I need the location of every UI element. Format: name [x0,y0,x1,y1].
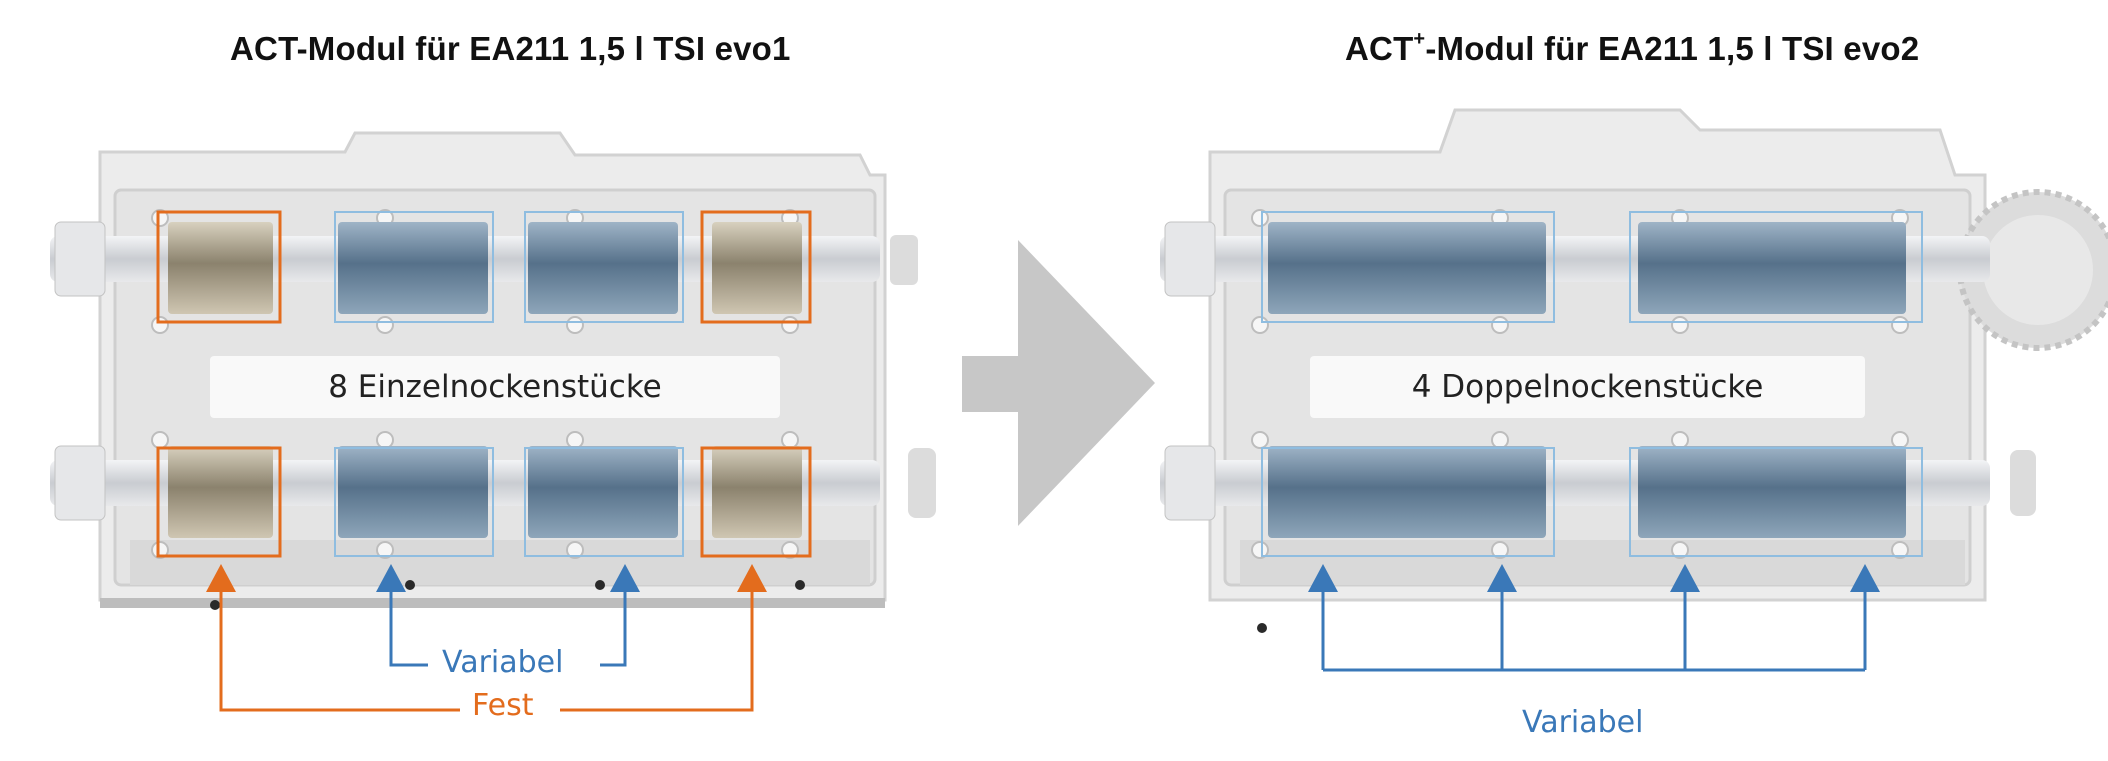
left-variable-boxes [334,211,684,557]
right-lower-camshaft [1160,445,2036,538]
left-lower-camshaft [50,445,936,538]
left-fixed-boxes [156,210,812,558]
right-title: ACT+-Modul für EA211 1,5 l TSI evo2 [1345,28,1920,68]
left-title: ACT-Modul für EA211 1,5 l TSI evo1 [230,30,791,67]
left-variable-arrows [376,564,640,667]
right-banner: 4 Doppelnockenstücke [1310,356,1865,418]
transition-arrow [962,240,1155,526]
right-title-rest: -Modul für EA211 1,5 l TSI evo2 [1425,30,1920,67]
left-fixed-label: Fest [466,688,540,723]
left-variable-label: Variabel [436,645,570,680]
right-variable-label: Variabel [1516,705,1650,740]
left-banner: 8 Einzelnockenstücke [210,356,780,418]
right-title-act: ACT [1345,30,1414,67]
right-title-plus: + [1413,28,1426,50]
left-upper-camshaft [50,221,918,314]
right-variable-boxes [1261,211,1923,557]
right-upper-camshaft [1160,221,1990,314]
right-variable-arrows [1308,564,1880,672]
left-fixed-arrows [206,564,767,712]
